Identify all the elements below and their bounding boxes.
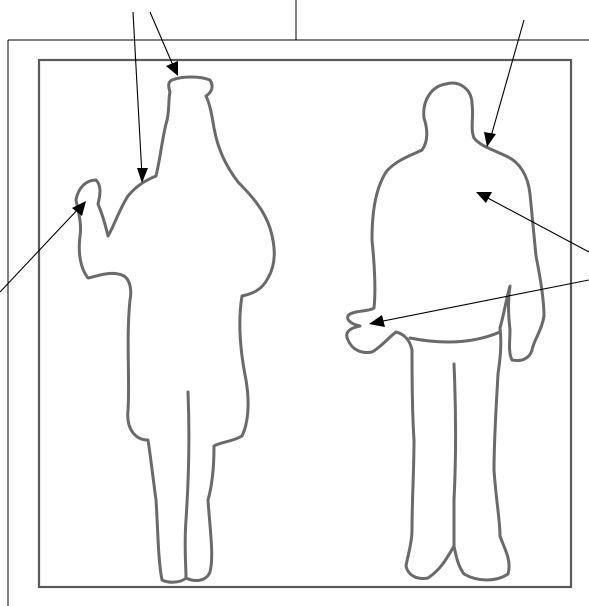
arrowhead-right-shoulder bbox=[484, 132, 496, 147]
right-figure-silhouette bbox=[347, 83, 544, 580]
arrowhead-sweater bbox=[476, 192, 492, 203]
arrow-line-sweater bbox=[484, 196, 589, 252]
outer-frame bbox=[8, 0, 589, 606]
arrow-line-left-shoulder bbox=[133, 12, 142, 176]
left-figure-silhouette bbox=[76, 77, 274, 582]
right-figure-sweater-hem bbox=[410, 332, 500, 342]
arrow-line-open-hand bbox=[378, 280, 589, 322]
right-figure-leg-split bbox=[454, 364, 456, 546]
arrowhead-open-hand bbox=[369, 315, 385, 327]
left-figure-leg-split bbox=[185, 392, 189, 578]
arrow-line-right-shoulder bbox=[490, 20, 524, 140]
arrow-line-headwear bbox=[150, 12, 175, 70]
